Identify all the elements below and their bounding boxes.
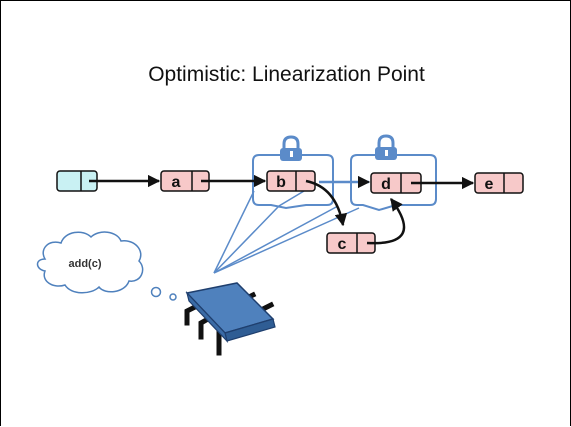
padlock-icon [280, 135, 302, 161]
thought-text: add(c) [69, 258, 102, 270]
arrow-b-to-c [305, 179, 348, 227]
node-label: a [172, 174, 181, 191]
node-b: b [266, 170, 316, 192]
lock-region-b [252, 154, 334, 210]
lock-region-d [350, 154, 437, 212]
node-label: e [485, 176, 494, 193]
node-label: d [381, 176, 391, 193]
padlock-icon [375, 134, 397, 160]
thought-bubble-dot [150, 286, 162, 298]
node-a: a [160, 170, 210, 192]
node-label: b [276, 174, 286, 191]
node-e: e [474, 172, 524, 194]
arrow-c-to-d [366, 197, 406, 245]
thought-bubble-dot [169, 293, 177, 301]
node-label: c [338, 236, 347, 253]
pointer-arrows [89, 174, 475, 245]
thread-chip-icon [184, 282, 276, 356]
lock-callout [213, 190, 360, 274]
slide-title: Optimistic: Linearization Point [148, 63, 425, 86]
thought-cloud: add(c) [36, 231, 177, 301]
